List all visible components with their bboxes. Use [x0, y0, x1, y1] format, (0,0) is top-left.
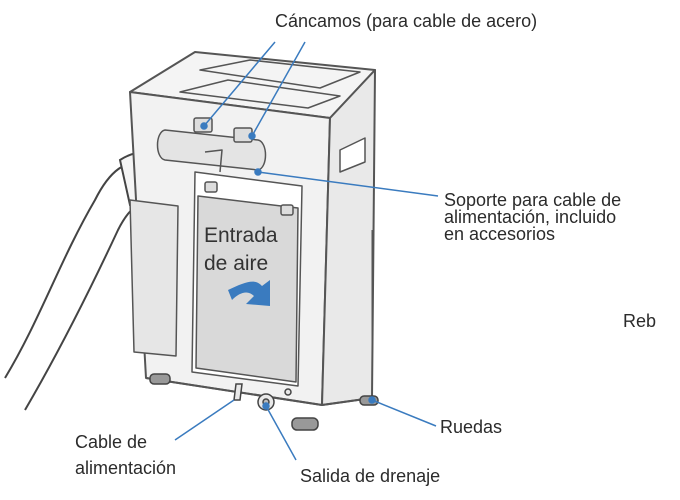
power-cable-line2: alimentación — [75, 458, 177, 478]
drain-outlet-label: Salida de drenaje — [300, 466, 441, 486]
support-line1: Soporte para cable de — [444, 190, 622, 210]
arrow-icon — [228, 280, 270, 306]
cut-off-label: Reb — [623, 311, 657, 331]
power-cable-support-label: Soporte para cable de alimentación, incl… — [444, 190, 622, 244]
air-intake-label: Entrada de aire — [204, 222, 278, 278]
eyebolts-label: Cáncamos (para cable de acero) — [275, 11, 538, 31]
air-intake-line1: Entrada — [204, 224, 278, 247]
air-intake-line2: de aire — [204, 252, 269, 275]
support-line3: en accesorios — [444, 224, 556, 244]
wheels-label: Ruedas — [440, 417, 503, 437]
leader-lines — [174, 41, 439, 461]
power-cable-line1: Cable de — [75, 432, 148, 452]
drain-icon — [233, 383, 292, 411]
power-cable-label: Cable de alimentación — [75, 429, 176, 481]
support-line2: alimentación, incluido — [444, 207, 617, 227]
